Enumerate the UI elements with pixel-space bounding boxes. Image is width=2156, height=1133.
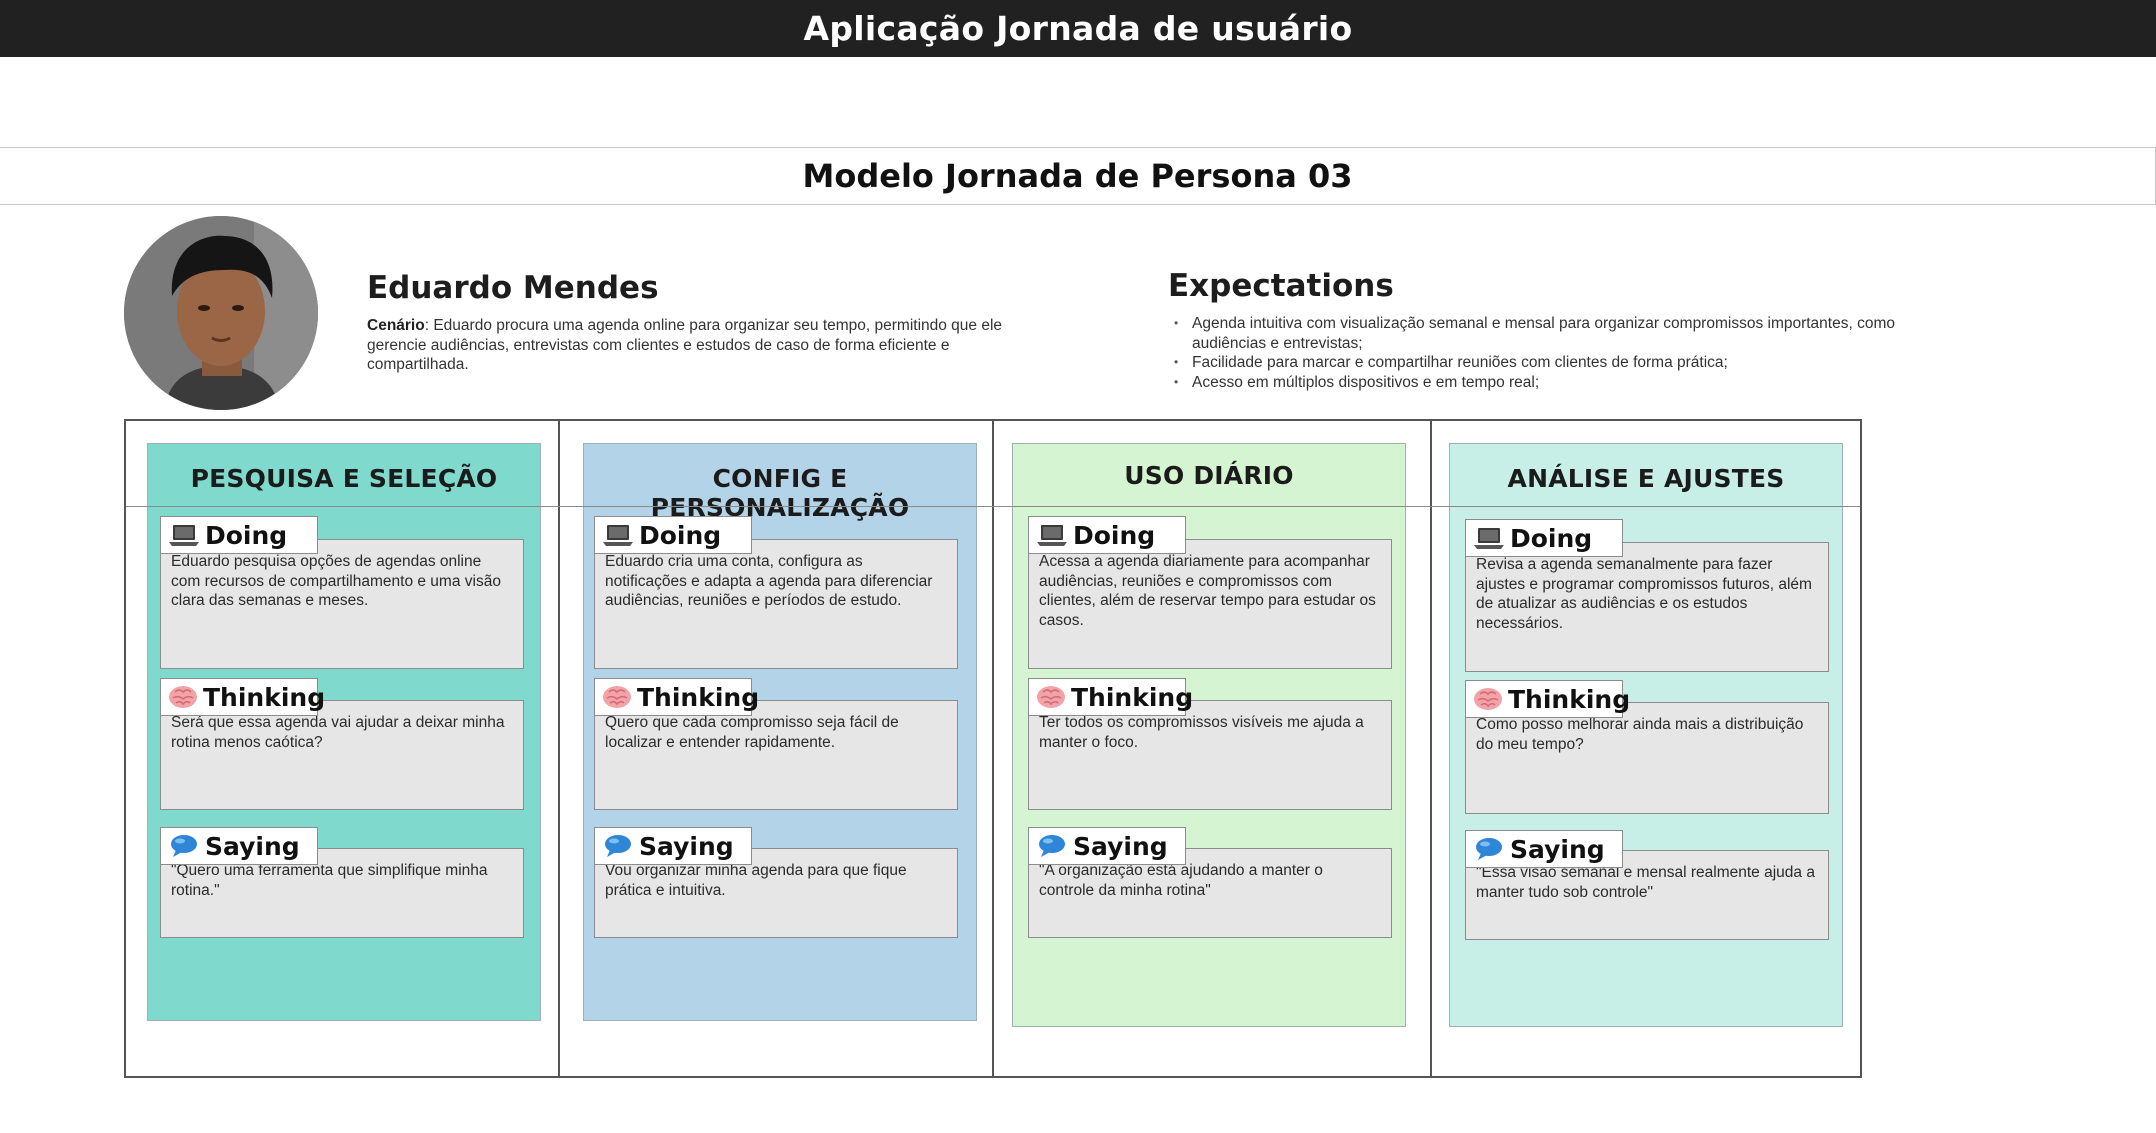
expectations-list: Agenda intuitiva com visualização semana… xyxy=(1168,314,1908,392)
column-divider xyxy=(992,421,994,1076)
saying-tab: Saying xyxy=(1028,827,1186,865)
saying-tab: Saying xyxy=(1465,830,1623,868)
saying-box: "Essa visão semanal e mensal realmente a… xyxy=(1465,850,1829,940)
doing-label: Doing xyxy=(1073,520,1156,550)
brain-icon xyxy=(167,682,199,712)
column-divider xyxy=(558,421,560,1076)
expectations-title: Expectations xyxy=(1168,268,1394,304)
doing-label: Doing xyxy=(205,520,288,550)
stage-title: USO DIÁRIO xyxy=(1124,461,1294,490)
saying-tab: Saying xyxy=(594,827,752,865)
expectations-section: Expectations Agenda intuitiva com visual… xyxy=(1168,268,1908,392)
saying-label: Saying xyxy=(1073,831,1168,861)
stage-column: CONFIG E PERSONALIZAÇÃO Eduardo cria uma … xyxy=(583,443,977,1021)
saying-text: Vou organizar minha agenda para que fiqu… xyxy=(605,862,907,899)
thinking-text: Será que essa agenda vai ajudar a deixar… xyxy=(171,714,505,751)
persona-avatar xyxy=(124,216,318,410)
thinking-box: Quero que cada compromisso seja fácil de… xyxy=(594,700,958,810)
persona-info: Eduardo Mendes Cenário: Eduardo procura … xyxy=(367,270,1047,375)
saying-label: Saying xyxy=(205,831,300,861)
brain-icon xyxy=(1035,682,1067,712)
laptop-icon xyxy=(167,520,201,550)
page-title: Modelo Jornada de Persona 03 xyxy=(802,157,1353,195)
expectation-item: Agenda intuitiva com visualização semana… xyxy=(1168,314,1908,353)
thinking-box: Como posso melhorar ainda mais a distrib… xyxy=(1465,702,1829,814)
thinking-box: Será que essa agenda vai ajudar a deixar… xyxy=(160,700,524,810)
thinking-text: Ter todos os compromissos visíveis me aj… xyxy=(1039,714,1364,751)
stage-title: PESQUISA E SELEÇÃO xyxy=(190,464,498,493)
laptop-icon xyxy=(1472,523,1506,553)
thinking-tab: Thinking xyxy=(594,678,759,716)
page-title-bar: Modelo Jornada de Persona 03 xyxy=(0,147,2156,205)
stage-column: PESQUISA E SELEÇÃO Eduardo pesquisa opçõe… xyxy=(147,443,541,1021)
stage-column: ANÁLISE E AJUSTES Revisa a agenda semanal… xyxy=(1449,443,1843,1027)
journey-board xyxy=(124,419,1862,1078)
speech-bubble-icon xyxy=(167,831,201,861)
thinking-label: Thinking xyxy=(637,682,760,712)
thinking-label: Thinking xyxy=(1508,684,1631,714)
doing-label: Doing xyxy=(639,520,722,550)
thinking-tab: Thinking xyxy=(1028,678,1193,716)
expectation-item: Acesso em múltiplos dispositivos e em te… xyxy=(1168,373,1908,393)
persona-photo xyxy=(124,216,318,410)
doing-text: Revisa a agenda semanalmente para fazer … xyxy=(1476,556,1812,632)
doing-tab: Doing xyxy=(594,516,752,554)
thinking-text: Quero que cada compromisso seja fácil de… xyxy=(605,714,899,751)
brain-icon xyxy=(1472,684,1504,714)
doing-box: Revisa a agenda semanalmente para fazer … xyxy=(1465,542,1829,672)
doing-box: Eduardo pesquisa opções de agendas onlin… xyxy=(160,539,524,669)
saying-text: "Essa visão semanal e mensal realmente a… xyxy=(1476,864,1815,901)
column-divider xyxy=(1430,421,1432,1076)
thinking-label: Thinking xyxy=(1071,682,1194,712)
saying-label: Saying xyxy=(1510,834,1605,864)
speech-bubble-icon xyxy=(601,831,635,861)
doing-tab: Doing xyxy=(1465,519,1623,557)
doing-tab: Doing xyxy=(160,516,318,554)
expectation-item: Facilidade para marcar e compartilhar re… xyxy=(1168,353,1908,373)
speech-bubble-icon xyxy=(1035,831,1069,861)
scenario-text: : Eduardo procura uma agenda online para… xyxy=(367,317,1003,373)
saying-label: Saying xyxy=(639,831,734,861)
doing-box: Eduardo cria uma conta, configura as not… xyxy=(594,539,958,669)
app-title: Aplicação Jornada de usuário xyxy=(803,9,1353,48)
saying-text: "Quero uma ferramenta que simplifique mi… xyxy=(171,862,488,899)
saying-text: "A organização está ajudando a manter o … xyxy=(1039,862,1323,899)
persona-name: Eduardo Mendes xyxy=(367,270,659,306)
brain-icon xyxy=(601,682,633,712)
doing-text: Acessa a agenda diariamente para acompan… xyxy=(1039,553,1376,629)
stage-title: ANÁLISE E AJUSTES xyxy=(1507,464,1785,493)
saying-tab: Saying xyxy=(160,827,318,865)
thinking-box: Ter todos os compromissos visíveis me aj… xyxy=(1028,700,1392,810)
doing-box: Acessa a agenda diariamente para acompan… xyxy=(1028,539,1392,669)
thinking-tab: Thinking xyxy=(1465,680,1630,718)
laptop-icon xyxy=(601,520,635,550)
stage-column: USO DIÁRIO Acessa a agenda diariamente pa… xyxy=(1012,443,1406,1027)
doing-tab: Doing xyxy=(1028,516,1186,554)
thinking-tab: Thinking xyxy=(160,678,325,716)
doing-label: Doing xyxy=(1510,523,1593,553)
doing-text: Eduardo pesquisa opções de agendas onlin… xyxy=(171,553,501,609)
thinking-text: Como posso melhorar ainda mais a distrib… xyxy=(1476,716,1804,753)
scenario-label: Cenário xyxy=(367,317,425,334)
speech-bubble-icon xyxy=(1472,834,1506,864)
thinking-label: Thinking xyxy=(203,682,326,712)
persona-scenario: Cenário: Eduardo procura uma agenda onli… xyxy=(367,316,1047,375)
stage-header-divider xyxy=(126,506,1860,507)
laptop-icon xyxy=(1035,520,1069,550)
doing-text: Eduardo cria uma conta, configura as not… xyxy=(605,553,933,609)
stage-title: CONFIG E PERSONALIZAÇÃO xyxy=(650,464,910,522)
app-header: Aplicação Jornada de usuário xyxy=(0,0,2156,57)
